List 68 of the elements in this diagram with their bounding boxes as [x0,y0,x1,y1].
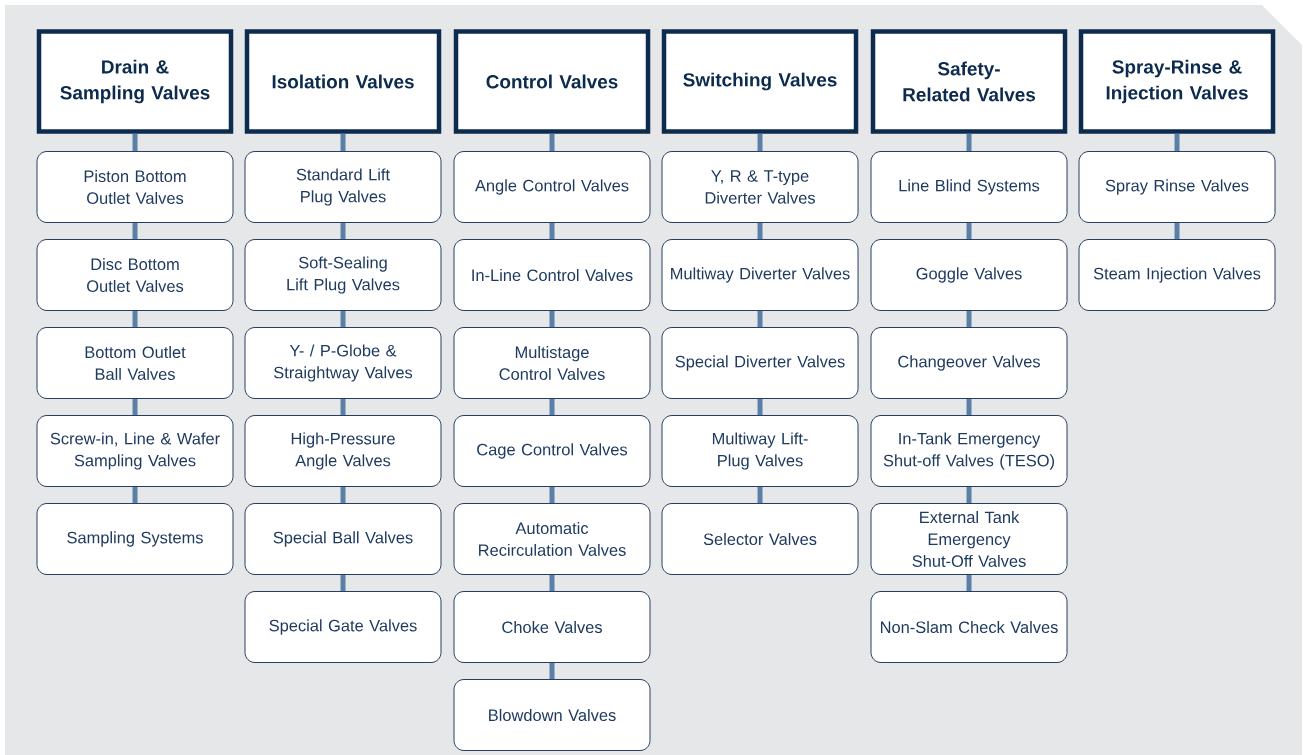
category-header-box: Switching Valves [661,29,859,134]
valve-type-box: External Tank Emergency Shut-Off Valves [870,503,1068,575]
valve-type-box: Standard Lift Plug Valves [244,151,442,223]
valve-type-box: Line Blind Systems [870,151,1068,223]
connector-bar [549,486,555,504]
valve-type-box: Special Ball Valves [244,503,442,575]
valve-type-box: Piston Bottom Outlet Valves [36,151,234,223]
connector-bar [340,486,346,504]
valve-type-box: Changeover Valves [870,327,1068,399]
connector-bar [340,133,346,152]
connector-bar [966,398,972,416]
valve-type-box: Special Gate Valves [244,591,442,663]
valve-type-box: Sampling Systems [36,503,234,575]
connector-bar [340,310,346,328]
valve-type-box: In-Line Control Valves [453,239,651,311]
valve-type-box: Choke Valves [453,591,651,663]
connector-bar [966,574,972,592]
connector-bar [549,574,555,592]
valve-type-box: Screw-in, Line & Wafer Sampling Valves [36,415,234,487]
valve-type-box: Cage Control Valves [453,415,651,487]
valve-type-box: Non-Slam Check Valves [870,591,1068,663]
valve-type-box: Special Diverter Valves [661,327,859,399]
connector-bar [966,133,972,152]
category-header-box: Isolation Valves [244,29,442,134]
connector-bar [549,398,555,416]
valve-type-box: Multiway Lift-Plug Valves [661,415,859,487]
connector-bar [340,574,346,592]
connector-bar [966,222,972,240]
connector-bar [340,398,346,416]
connector-bar [757,222,763,240]
connector-bar [340,222,346,240]
connector-bar [132,486,138,504]
category-header-box: Safety-Related Valves [870,29,1068,134]
valve-type-box: Spray Rinse Valves [1078,151,1276,223]
valve-type-box: Automatic Recirculation Valves [453,503,651,575]
valve-type-box: Disc Bottom Outlet Valves [36,239,234,311]
connector-bar [966,310,972,328]
connector-bar [132,310,138,328]
connector-bar [757,133,763,152]
valve-type-box: In-Tank Emergency Shut-off Valves (TESO) [870,415,1068,487]
valve-type-box: Angle Control Valves [453,151,651,223]
connector-bar [132,133,138,152]
connector-bar [966,486,972,504]
connector-bar [549,222,555,240]
valve-type-box: Y, R & T-type Diverter Valves [661,151,859,223]
connector-bar [132,222,138,240]
category-header-box: Control Valves [453,29,651,134]
connector-bar [1174,133,1180,152]
valve-type-box: High-Pressure Angle Valves [244,415,442,487]
connector-bar [1174,222,1180,240]
connector-bar [549,662,555,680]
valve-type-box: Selector Valves [661,503,859,575]
valve-type-box: Soft-Sealing Lift Plug Valves [244,239,442,311]
valve-type-box: Multistage Control Valves [453,327,651,399]
valve-type-box: Blowdown Valves [453,679,651,751]
category-header-box: Spray-Rinse & Injection Valves [1078,29,1276,134]
valve-type-box: Goggle Valves [870,239,1068,311]
valve-type-box: Multiway Diverter Valves [661,239,859,311]
connector-bar [549,310,555,328]
connector-bar [757,398,763,416]
valve-type-box: Bottom Outlet Ball Valves [36,327,234,399]
connector-bar [132,398,138,416]
category-header-box: Drain & Sampling Valves [36,29,234,134]
connector-bar [757,486,763,504]
valve-type-box: Steam Injection Valves [1078,239,1276,311]
connector-bar [549,133,555,152]
connector-bar [757,310,763,328]
valve-type-box: Y- / P-Globe & Straightway Valves [244,327,442,399]
